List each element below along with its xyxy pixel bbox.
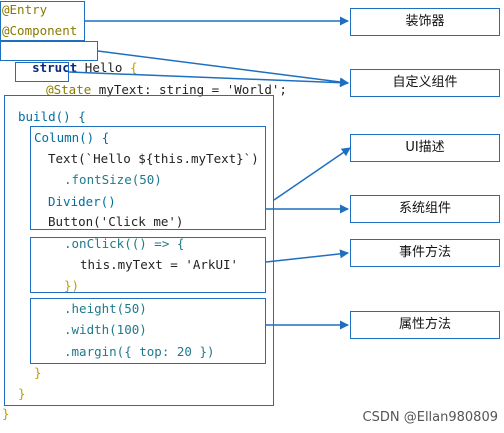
- build-line: build() {: [18, 109, 86, 124]
- button-line: Button('Click me'): [48, 214, 184, 229]
- entry-decorator: @Entry: [2, 2, 48, 17]
- attribute-box: [30, 298, 266, 364]
- arrow-ui-description: [273, 147, 351, 201]
- arrow-state: [68, 71, 349, 88]
- divider-line: Divider(): [48, 194, 116, 209]
- component-decorator: @Component: [2, 23, 78, 38]
- watermark: CSDN @Ellan980809: [362, 410, 498, 425]
- struct-keyword: struct: [32, 60, 78, 75]
- state-line: @State myText: string = 'World';: [16, 66, 287, 114]
- struct-declaration: struct Hello {: [2, 44, 138, 92]
- label-custom-component: 自定义组件: [350, 69, 500, 97]
- struct-open-brace: {: [129, 60, 138, 75]
- struct-close: }: [2, 406, 10, 421]
- column-line: Column() {: [34, 130, 110, 145]
- text-line: Text(`Hello ${this.myText}`): [48, 151, 259, 166]
- state-declaration: myText: string = 'World';: [98, 82, 287, 97]
- decorator-box: [0, 1, 85, 41]
- onclick-line: .onClick(() => {: [64, 236, 185, 251]
- state-box: [15, 62, 69, 82]
- fontsize-line: .fontSize(50): [64, 172, 162, 187]
- width-line: .width(100): [64, 322, 147, 337]
- column-close: }: [34, 365, 42, 380]
- label-system-component: 系统组件: [350, 195, 500, 223]
- struct-box: [0, 41, 98, 61]
- margin-line: .margin({ top: 20 }): [64, 344, 215, 359]
- label-ui-description: UI描述: [350, 134, 500, 162]
- onclick-close: }): [64, 278, 80, 293]
- build-box: [4, 95, 274, 406]
- column-box: [30, 126, 266, 230]
- label-decorator: 装饰器: [350, 8, 500, 36]
- state-decorator: @State: [46, 82, 92, 97]
- struct-name: Hello: [84, 60, 123, 75]
- build-close: }: [18, 386, 26, 401]
- label-event-method: 事件方法: [350, 239, 500, 267]
- arrow-event-method: [265, 249, 349, 263]
- height-line: .height(50): [64, 301, 147, 316]
- label-attribute-method: 属性方法: [350, 311, 500, 339]
- assign-line: this.myText = 'ArkUI': [80, 257, 239, 272]
- event-box: [30, 237, 266, 293]
- arrow-custom-component: [97, 50, 349, 87]
